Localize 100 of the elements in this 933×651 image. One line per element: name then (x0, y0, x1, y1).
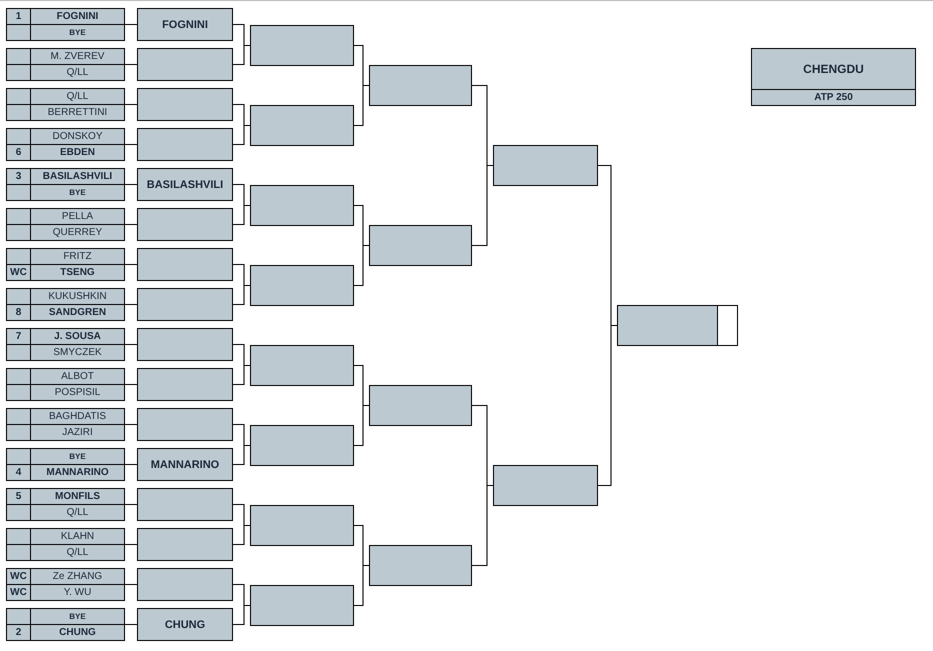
player-name: FRITZ (62, 250, 93, 262)
player-name: JAZIRI (61, 426, 94, 438)
match-card (6, 208, 125, 241)
player-row (7, 369, 124, 385)
seed-label: 1 (14, 10, 22, 22)
player-name: CHUNG (58, 626, 97, 638)
player-name: TSENG (59, 266, 96, 278)
player-name: MONFILS (54, 490, 101, 502)
player-name: BYE (68, 450, 87, 462)
player-name: FOGNINI (56, 10, 100, 22)
bracket-line (124, 624, 138, 625)
match-card (6, 328, 125, 361)
player-row (7, 609, 124, 625)
player-row (7, 569, 124, 585)
player-name: BASILASHVILI (42, 170, 114, 182)
match-slot (137, 168, 233, 201)
match-slot (137, 328, 233, 361)
match-slot (137, 488, 233, 521)
bracket-line (354, 405, 370, 446)
player-name: M. ZVEREV (50, 50, 106, 62)
seed-label: WC (9, 586, 28, 598)
seed-label: 5 (14, 490, 22, 502)
match-card (6, 568, 125, 601)
bracket-line (354, 565, 370, 606)
match-slot (137, 88, 233, 121)
match-slot (137, 408, 233, 441)
match-card (6, 488, 125, 521)
match-slot (250, 585, 354, 626)
bracket-line (232, 205, 250, 225)
bracket-line (598, 325, 618, 486)
bracket-line (124, 144, 138, 145)
bracket-line (124, 304, 138, 305)
bracket-line (124, 64, 138, 65)
bracket-line (124, 104, 138, 105)
match-slot (250, 185, 354, 226)
player-row (7, 49, 124, 65)
player-row (7, 249, 124, 265)
match-card (6, 248, 125, 281)
match-card (6, 88, 125, 121)
bracket-line (124, 504, 138, 505)
match-slot (137, 48, 233, 81)
player-row (7, 289, 124, 305)
player-name: Q/LL (66, 506, 90, 518)
match-slot (369, 545, 472, 586)
bracket-line (232, 125, 250, 145)
bracket-line (472, 485, 494, 566)
player-row (7, 329, 124, 345)
player-name: POSPISIL (54, 386, 102, 398)
match-card (6, 288, 125, 321)
player-name: SMYCZEK (52, 346, 103, 358)
match-slot (137, 208, 233, 241)
seed-label: 4 (14, 466, 22, 478)
player-row (7, 529, 124, 545)
bracket-line (124, 24, 138, 25)
player-row (7, 129, 124, 145)
bracket-line (354, 85, 370, 126)
match-slot (137, 568, 233, 601)
match-card (6, 368, 125, 401)
player-name: J. SOUSA (53, 330, 102, 342)
bracket-line (124, 464, 138, 465)
match-slot (137, 8, 233, 41)
seed-label: 7 (14, 330, 22, 342)
match-card (6, 408, 125, 441)
player-name: MANNARINO (45, 466, 110, 478)
seed-label: WC (9, 266, 28, 278)
bracket-line (124, 264, 138, 265)
bracket-line (124, 184, 138, 185)
player-name: Q/LL (66, 66, 90, 78)
player-name: BASILASHVILI (146, 178, 224, 190)
match-slot (250, 505, 354, 546)
match-slot (137, 128, 233, 161)
match-card (6, 8, 125, 41)
match-slot (137, 528, 233, 561)
match-slot (369, 65, 472, 106)
player-row (7, 9, 124, 25)
match-slot (137, 288, 233, 321)
tournament-category: ATP 250 (752, 89, 915, 105)
player-row (7, 449, 124, 465)
player-name: EBDEN (58, 146, 96, 158)
player-row (7, 209, 124, 225)
seed-label: WC (9, 570, 28, 582)
bracket-line (232, 445, 250, 465)
bracket-line (124, 544, 138, 545)
bracket-line (232, 285, 250, 305)
match-slot (137, 368, 233, 401)
player-name: QUERREY (52, 226, 104, 238)
match-slot (250, 345, 354, 386)
player-name: FOGNINI (162, 18, 208, 30)
seed-label: 2 (14, 626, 22, 638)
bracket-line (232, 365, 250, 385)
seed-label: 3 (14, 170, 22, 182)
match-card (6, 48, 125, 81)
bracket-line (124, 224, 138, 225)
player-row (7, 489, 124, 505)
match-card (6, 128, 125, 161)
player-name: PELLA (60, 210, 94, 222)
bracket-line (354, 245, 370, 286)
bracket-line (124, 384, 138, 385)
tournament-name: CHENGDU (803, 61, 864, 78)
match-card (6, 168, 125, 201)
